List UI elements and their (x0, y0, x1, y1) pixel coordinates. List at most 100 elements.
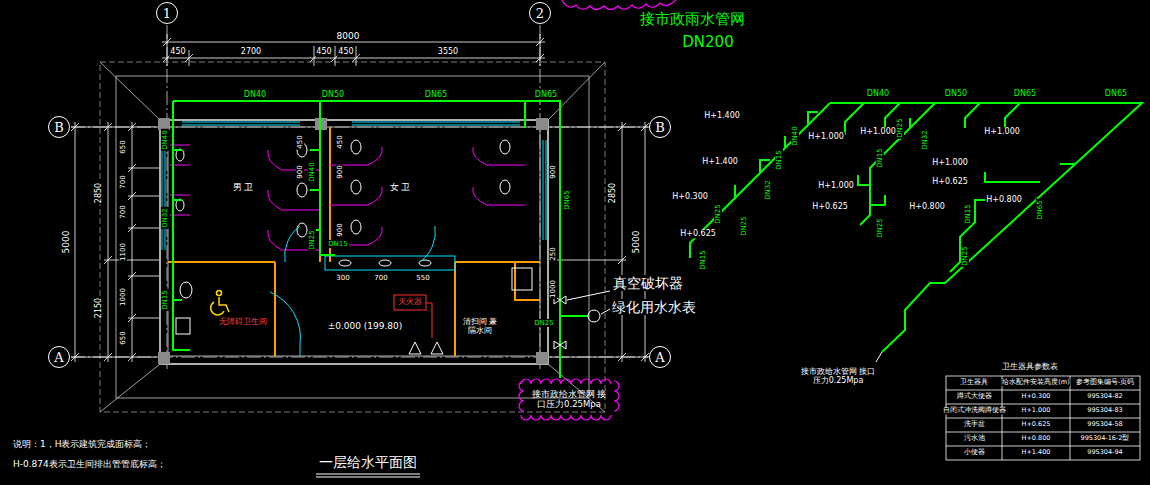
drawing-line (100, 62, 605, 412)
drawing-line (330, 147, 382, 245)
drawing-line (160, 120, 548, 364)
drawing-label: 无障碍卫生间 (218, 317, 268, 326)
dimension: 650 (119, 139, 127, 154)
drawing-line (75, 122, 76, 362)
drawing-line (394, 295, 426, 310)
drawing-label: 接市政给水管网 接口压力0.25Mpa (796, 367, 880, 385)
axis-number: 1 (163, 7, 171, 20)
node-text-group: B (655, 121, 665, 134)
drawing-line (211, 291, 229, 315)
dimension: 8000 (336, 31, 361, 41)
drawing-line (524, 101, 526, 128)
drawing-line (548, 127, 649, 357)
drawing-line (325, 256, 455, 270)
dimension: 700 (373, 274, 388, 282)
drawing-line (163, 38, 544, 62)
drawing-line (268, 150, 320, 250)
drawing-line (176, 140, 532, 334)
pipe-size: DN15 (964, 203, 972, 225)
pipe-size: DN25 (308, 229, 316, 251)
drawing-line (211, 297, 229, 315)
table-cell: 99S304-94 (1086, 449, 1123, 456)
axis-lines (71, 25, 648, 372)
dimension-lines (71, 34, 649, 362)
axis-bubble: B (48, 116, 70, 138)
drawing-line (379, 260, 391, 266)
drawing-line (168, 127, 540, 356)
drawing-line (116, 76, 589, 398)
table-cell: 99S304-83 (1086, 407, 1123, 414)
title-underline (316, 474, 420, 477)
dimension: 300 (335, 274, 350, 282)
fixture-height: H+1.000 (931, 158, 969, 167)
building-walls (158, 118, 548, 364)
pipe-size: DN25 (896, 117, 904, 139)
axis-bubble: B (649, 116, 671, 138)
drawing-line (351, 140, 361, 154)
pipe-size: DN25 (533, 319, 555, 327)
pipe-size: DN50 (944, 89, 968, 98)
drawing-line (409, 342, 443, 354)
drawing-line (108, 122, 109, 362)
dimension: 250 (549, 246, 557, 261)
dimension: 450 (336, 134, 344, 149)
drawing-line (588, 310, 600, 322)
table-cell: H+0.300 (1021, 393, 1052, 400)
drawing-line (162, 42, 545, 43)
drawing-label: 灭火器 (397, 297, 423, 306)
pipe-size: DN200 (681, 34, 734, 51)
drawing-label: 清扫间 兼隔水间 (459, 317, 501, 335)
cloud-outline-path (519, 379, 619, 420)
pipe-size: DN32 (921, 129, 929, 151)
drawing-line (830, 103, 1142, 352)
dimension: 2850 (608, 182, 617, 204)
axis-number: B (655, 121, 665, 134)
drawing-label: ±0.000 (199.80) (327, 321, 404, 331)
pipe-size: DN65 (1013, 89, 1037, 98)
roof-outline (100, 62, 605, 412)
drawing-line (176, 318, 190, 334)
table-cell: H+0.625 (1021, 421, 1052, 428)
fixture-height: H+1.400 (703, 111, 741, 120)
drawing-line (622, 122, 623, 362)
drawing-line (426, 303, 432, 338)
drawing-line (536, 352, 548, 364)
fixture-height: H+1.400 (701, 157, 739, 166)
drawing-label: 卫生器具参数表 (1001, 362, 1059, 371)
drawing-label: 真空破坏器 (612, 275, 684, 291)
pipe-size: DN32 (161, 207, 169, 229)
drawing-line (512, 268, 532, 290)
dimension: 2850 (94, 182, 103, 204)
node-text-group: 2 (536, 7, 544, 20)
pipe-size: DN15 (327, 240, 349, 248)
axis-number: B (54, 121, 64, 134)
drawing-line (100, 62, 605, 412)
dimension: 1000 (549, 279, 557, 299)
axis-bubble: A (649, 346, 671, 368)
drawing-line (180, 282, 192, 298)
drawing-label: 说明：1，H表示建筑完成面标高； (12, 439, 153, 449)
dimension: 550 (415, 274, 430, 282)
supply-pipes (173, 101, 588, 378)
axis-bubble: 1 (156, 2, 178, 24)
dimension: 1100 (119, 242, 127, 262)
pipe-size: DN25 (876, 217, 884, 239)
pipe-size: DN40 (791, 125, 799, 147)
fixture-height: H+1.000 (807, 132, 845, 141)
drawing-line (339, 260, 351, 266)
table-cell: 蹲式大便器 (956, 393, 993, 400)
fixture-height: H+0.800 (908, 202, 946, 211)
dimension: 3550 (437, 47, 459, 56)
isometric-pipes (690, 103, 1142, 352)
table-cell: 99S304-16-2型 (1080, 435, 1131, 442)
pipe-size: DN65 (534, 90, 558, 99)
pipe-size: DN15 (699, 249, 707, 271)
parameter-table (946, 376, 1140, 460)
table-cell: H+1.400 (1021, 449, 1052, 456)
drawing-line (858, 175, 885, 205)
pipe-size: DN65 (563, 189, 571, 211)
drawing-line (560, 315, 588, 317)
valves (554, 291, 610, 349)
pipe-size: DN25 (740, 215, 748, 237)
table-cell: 卫生器具 (959, 379, 989, 386)
